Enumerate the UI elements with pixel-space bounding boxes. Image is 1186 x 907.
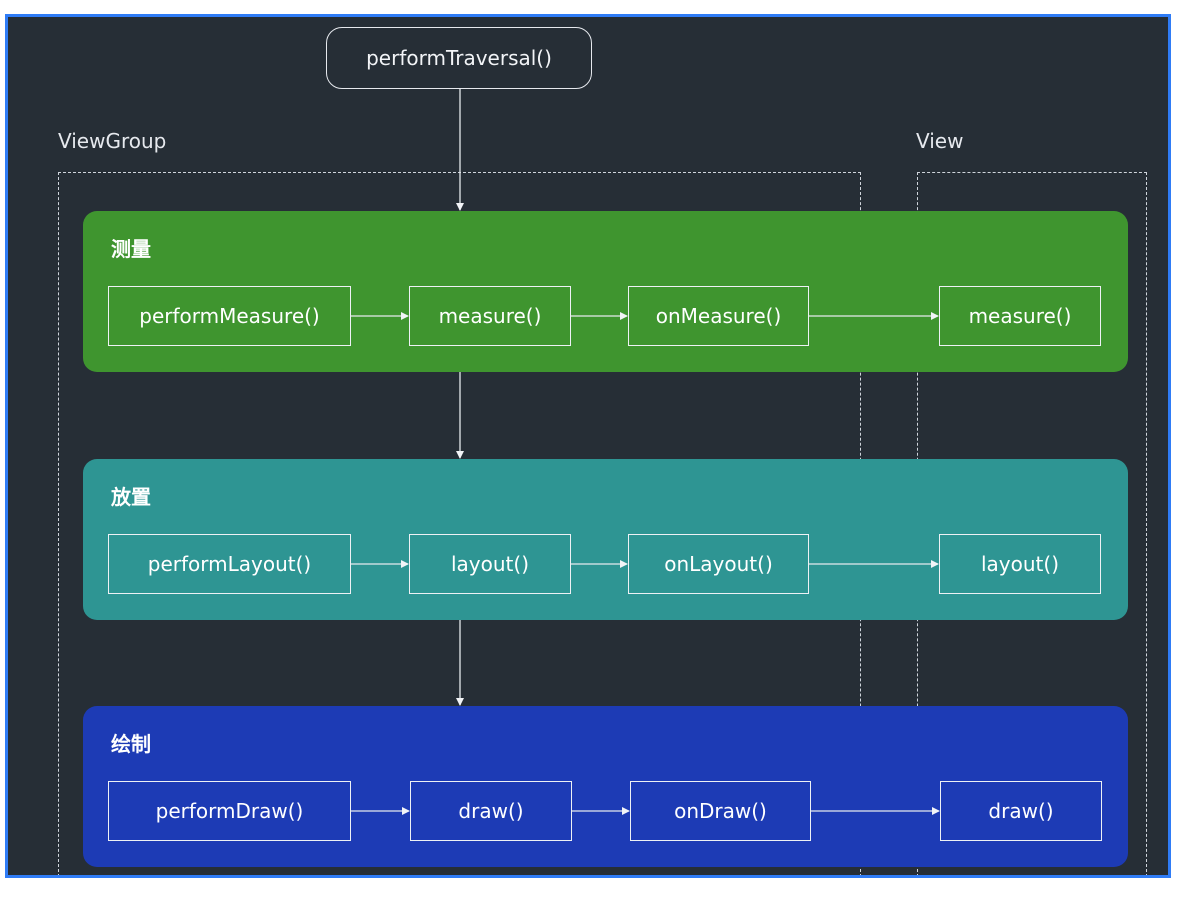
on-measure-node: onMeasure()	[628, 286, 809, 346]
diagram-canvas: performTraversal() ViewGroup View 测量 per…	[5, 14, 1171, 878]
view-draw-node: draw()	[940, 781, 1102, 841]
perform-measure-node: performMeasure()	[108, 286, 351, 346]
stage-measure: 测量 performMeasure() measure() onMeasure(…	[83, 211, 1128, 372]
view-measure-node: measure()	[939, 286, 1101, 346]
stage-title: 放置	[111, 485, 151, 509]
view-layout-node: layout()	[939, 534, 1101, 594]
stage-title: 测量	[111, 237, 151, 261]
stage-layout: 放置 performLayout() layout() onLayout() l…	[83, 459, 1128, 620]
layout-node: layout()	[409, 534, 571, 594]
viewgroup-label: ViewGroup	[58, 129, 167, 153]
view-label: View	[916, 129, 964, 153]
measure-node: measure()	[409, 286, 571, 346]
draw-node: draw()	[410, 781, 572, 841]
perform-layout-node: performLayout()	[108, 534, 351, 594]
stage-draw: 绘制 performDraw() draw() onDraw() draw()	[83, 706, 1128, 867]
perform-draw-node: performDraw()	[108, 781, 351, 841]
perform-traversal-node: performTraversal()	[326, 27, 592, 89]
on-layout-node: onLayout()	[628, 534, 809, 594]
stage-title: 绘制	[111, 732, 151, 756]
on-draw-node: onDraw()	[630, 781, 811, 841]
